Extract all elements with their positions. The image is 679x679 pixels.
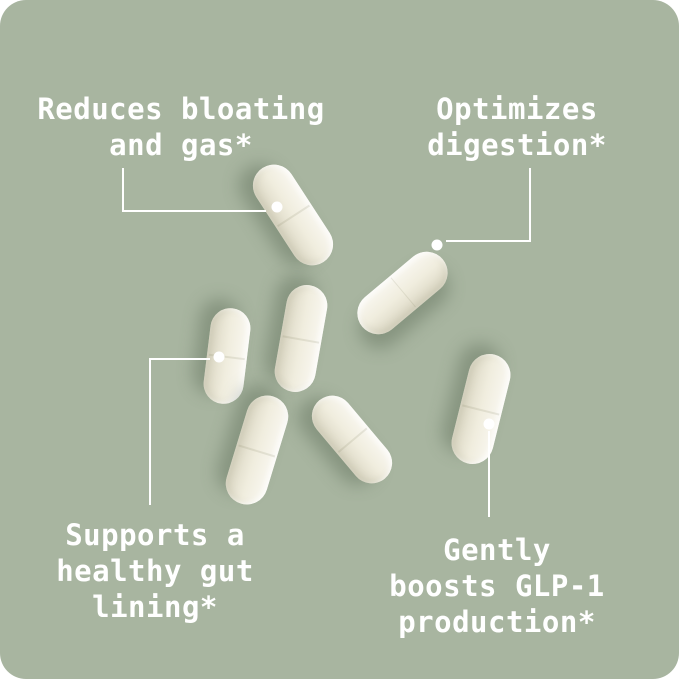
label-gut-lining: Supports a healthy gut lining*: [56, 518, 254, 624]
label-optimizes-digestion: Optimizes digestion*: [427, 92, 607, 162]
label-reduces-bloating: Reduces bloating and gas*: [37, 92, 325, 162]
label-glp1-production: Gently boosts GLP-1 production*: [389, 533, 605, 639]
